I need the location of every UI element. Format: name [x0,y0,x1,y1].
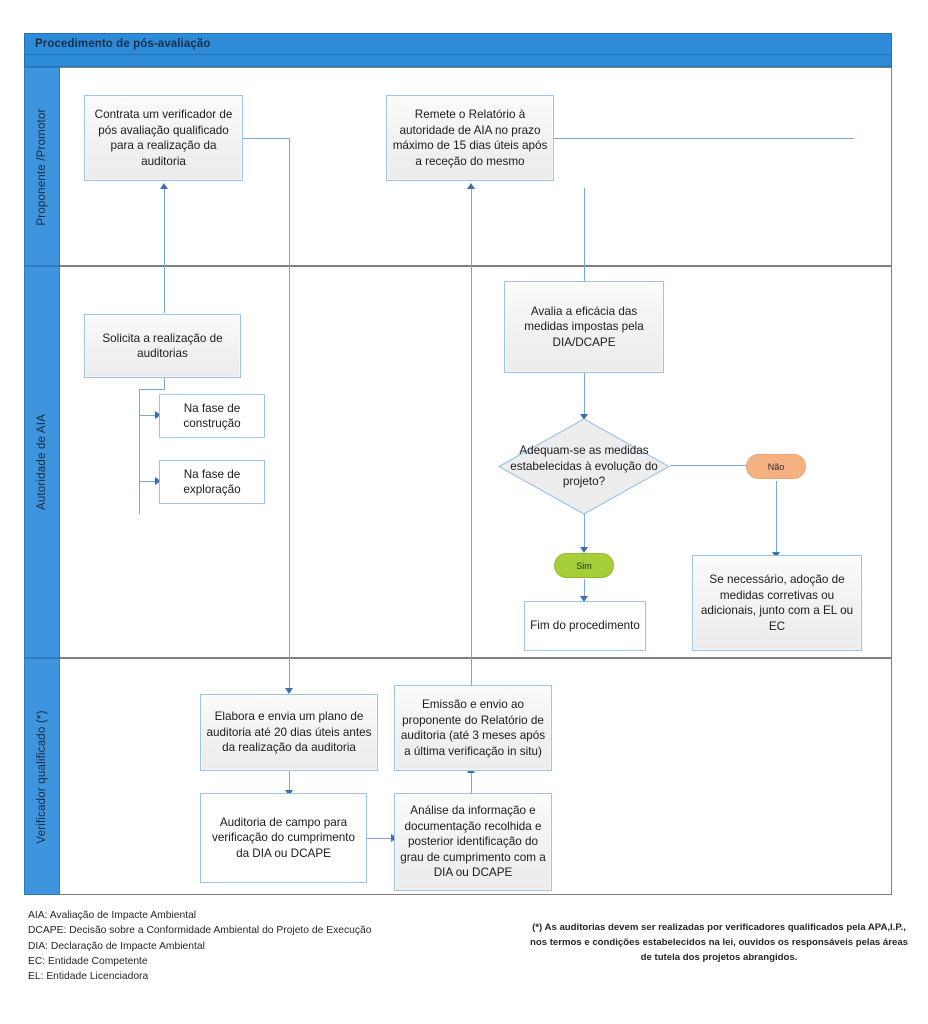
arrowhead-into-fim [580,596,588,602]
lane-header-verificador: Verificador qualificado (*) [24,658,60,895]
connector-avalia-to-decisao [584,373,585,417]
node-decisao-adequam-medidas[interactable]: Adequam-se as medidas estabelecidas à ev… [498,418,670,515]
lane-label-verificador: Verificador qualificado (*) [36,709,48,844]
swimlane-diagram: Procedimento de pós-avaliação Proponente… [24,33,892,895]
lane-label-autoridade: Autoridade de AIA [36,413,48,511]
node-avalia-eficacia[interactable]: Avalia a eficácia das medidas impostas p… [504,281,664,373]
node-auditoria-campo[interactable]: Auditoria de campo para verificação do c… [200,793,367,883]
connector-solicita-branch-spine [139,389,140,514]
connector-contrata-right-stub [242,138,290,139]
connector-decisao-to-sim [584,514,585,550]
arrowhead-into-remete [467,183,475,189]
lane-label-proponente: Proponente /Promotor [36,107,48,226]
label-nao-pill[interactable]: Não [746,454,806,479]
legend-item-dia: DIA: Declaração de Impacte Ambiental [28,940,205,952]
connector-elabora-to-auditoria [289,770,290,793]
node-contrata-verificador[interactable]: Contrata um verificador de pós avaliação… [84,95,243,181]
arrowhead-into-contrata [160,183,168,189]
diagram-title-strip [24,55,892,67]
node-fim-procedimento[interactable]: Fim do procedimento [524,601,646,651]
connector-solicita-elbow-down [164,378,165,389]
connector-sim-to-fim [584,579,585,599]
legend-item-el: EL: Entidade Licenciadora [28,971,149,983]
connector-solicita-elbow-h [139,389,165,390]
node-fase-exploracao[interactable]: Na fase de exploração [159,460,265,504]
footnote-asterisk: (*) As auditorias devem ser realizadas p… [529,922,909,963]
arrowhead-into-exploracao [155,477,161,485]
decisao-label: Adequam-se as medidas estabelecidas à ev… [510,444,658,489]
arrowhead-into-construcao [155,411,161,419]
arrowhead-into-sim [580,547,588,553]
arrowhead-into-elabora [285,688,293,694]
connector-remete-to-avalia [584,188,585,308]
legend-item-aia: AIA: Avaliação de Impacte Ambiental [28,910,197,921]
connector-decisao-to-nao [670,465,756,466]
arrowhead-into-decisao [580,414,588,420]
lane-header-proponente: Proponente /Promotor [24,67,60,266]
diagram-title: Procedimento de pós-avaliação [24,33,892,55]
connector-branch-to-exploracao [139,481,159,482]
connector-branch-to-construcao [139,415,159,416]
connector-remete-right-stub [554,138,854,139]
node-analise-informacao[interactable]: Análise da informação e documentação rec… [394,793,552,891]
legend-item-dcape: DCAPE: Decisão sobre a Conformidade Ambi… [28,925,372,937]
connector-nao-to-medidas [776,481,777,555]
legend-abbreviations: AIA: Avaliação de Impacte Ambiental DCAP… [28,908,371,984]
node-remete-relatorio[interactable]: Remete o Relatório à autoridade de AIA n… [386,95,554,181]
connector-analise-to-emissao [471,770,472,793]
lane-header-autoridade: Autoridade de AIA [24,266,60,658]
node-fase-construcao[interactable]: Na fase de construção [159,394,265,438]
diamond-shape-icon [498,418,670,515]
node-solicita-auditorias[interactable]: Solicita a realização de auditorias [84,314,241,378]
legend-item-ec: EC: Entidade Competente [28,955,148,967]
connector-contrata-to-elabora [289,138,290,691]
label-sim-pill[interactable]: Sim [554,553,614,578]
node-elabora-plano[interactable]: Elabora e envia um plano de auditoria at… [200,694,378,771]
connector-solicita-to-contrata [164,188,165,313]
connector-auditoria-to-analise [367,838,395,839]
node-emissao-envio[interactable]: Emissão e envio ao proponente do Relatór… [394,685,552,771]
connector-emissao-to-remete [471,188,472,685]
node-medidas-corretivas[interactable]: Se necessário, adoção de medidas correti… [692,555,862,651]
